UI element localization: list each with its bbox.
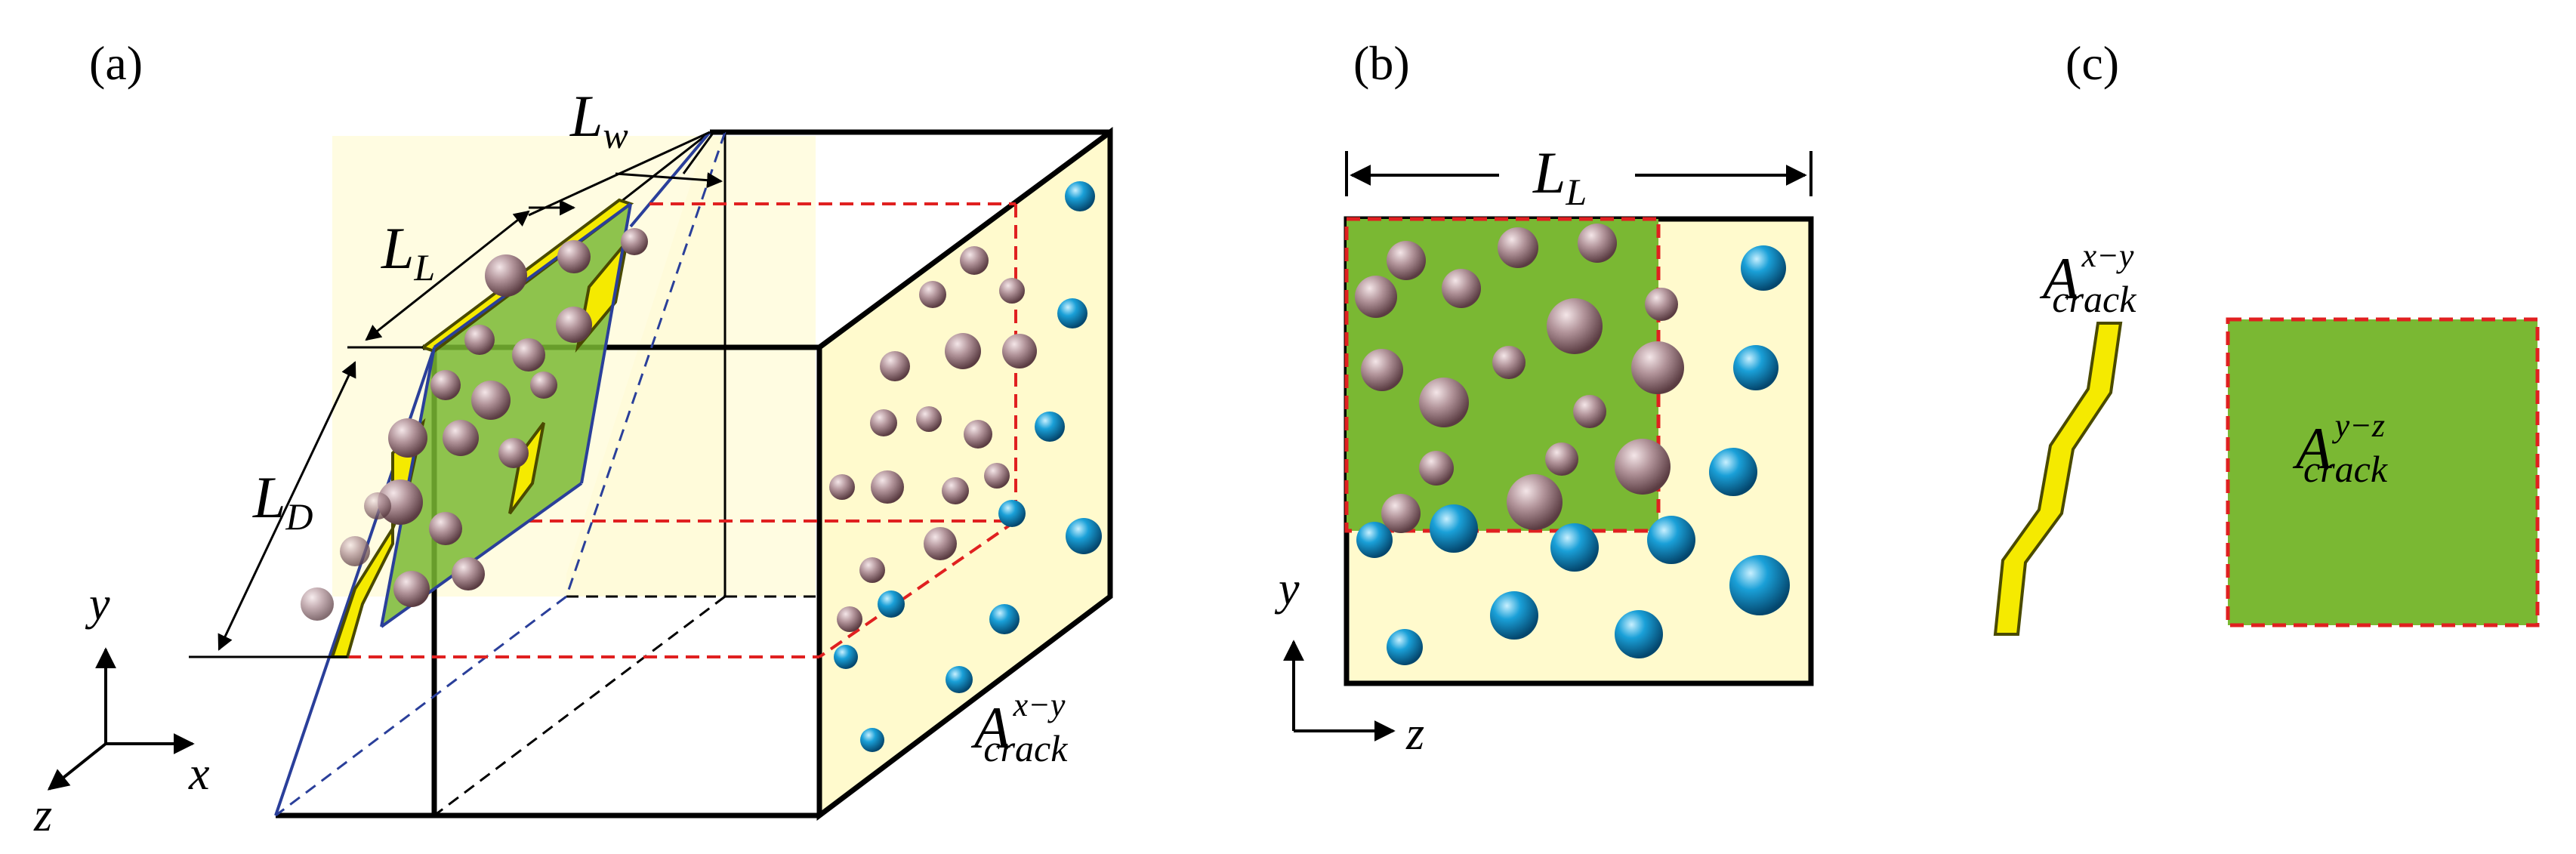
panel-b: (b) LL — [1274, 36, 1814, 760]
axes-a — [47, 647, 195, 791]
box-hidden-edges — [433, 595, 819, 817]
crack-yellow-step-2 — [508, 421, 545, 515]
label-ll-a: LL — [381, 215, 435, 288]
label-lw: Lw — [569, 83, 628, 156]
axis-y-b: y — [1274, 563, 1300, 615]
axis-z-a: z — [33, 790, 52, 841]
square-spheres — [1355, 224, 1790, 665]
panel-a: (a) — [33, 36, 1113, 841]
blue-dashed-lines — [275, 131, 727, 817]
axis-x-a: x — [188, 748, 210, 800]
axes-b — [1283, 640, 1396, 741]
panel-c-label: (c) — [2065, 36, 2119, 90]
crack-profile-xy — [1993, 322, 2123, 636]
dim-arrows — [217, 172, 723, 651]
label-ll-b: LL — [1532, 140, 1587, 213]
panel-b-label: (b) — [1353, 36, 1410, 90]
panel-a-label: (a) — [89, 36, 143, 90]
crack-area-yz — [2226, 317, 2540, 627]
dim-ll-b — [1345, 151, 1812, 196]
axis-y-a: y — [85, 578, 110, 630]
right-face-spheres — [829, 181, 1102, 752]
box-right-face — [816, 127, 1113, 822]
axis-z-b: z — [1405, 708, 1424, 760]
label-ld: LD — [252, 464, 313, 538]
